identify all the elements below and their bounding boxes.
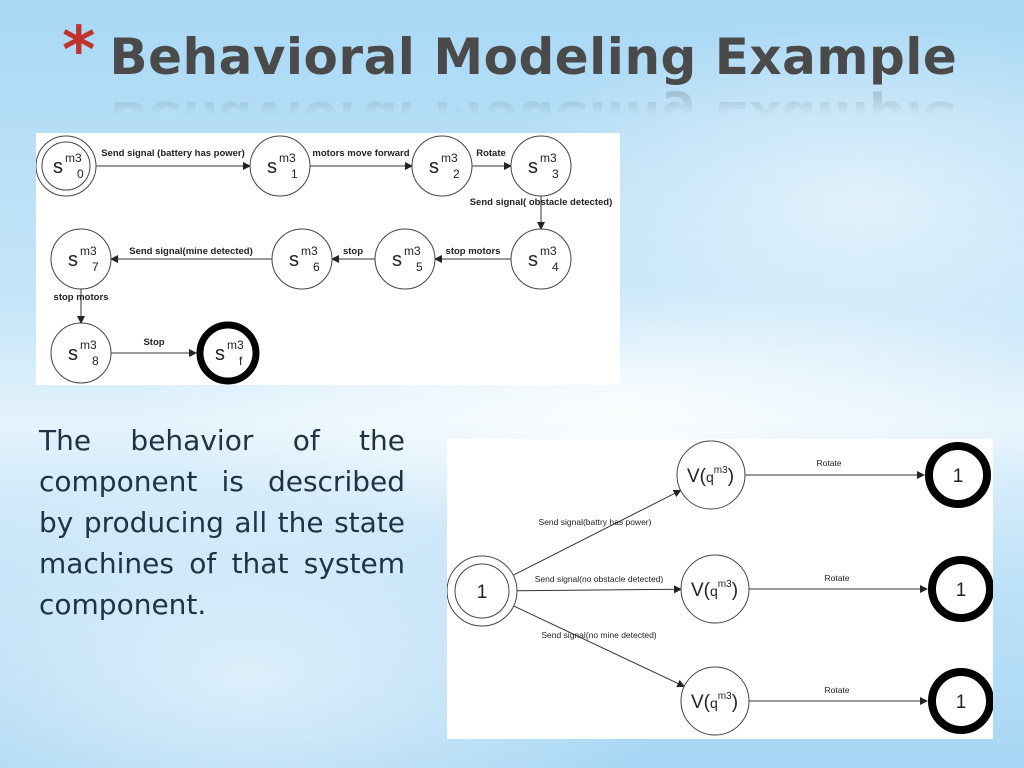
branch-in-arrow xyxy=(513,605,686,688)
state-label-base: s xyxy=(289,249,299,271)
state-label-subscript: f xyxy=(239,354,243,368)
state-circle xyxy=(411,135,473,197)
transition-label-s2-s3: Rotate xyxy=(476,148,506,159)
state-label-subscript: 2 xyxy=(453,167,460,181)
state-label-base: s xyxy=(267,156,277,178)
final-node-label: 1 xyxy=(953,466,964,487)
state-label-superscript: m3 xyxy=(441,151,458,165)
state-circle xyxy=(249,135,311,197)
value-state-node: V(qm3) xyxy=(676,440,746,510)
state-label-subscript: 5 xyxy=(416,260,423,274)
state-label-superscript: m3 xyxy=(404,244,421,258)
transition-label-s0-s1: Send signal (battery has power) xyxy=(101,148,245,159)
value-state-node: V(qm3) xyxy=(680,554,750,624)
slide-description: The behavior of the component is describ… xyxy=(39,424,405,621)
state-label-subscript: 8 xyxy=(92,354,99,368)
state-circle xyxy=(510,228,572,290)
state-label-subscript: 3 xyxy=(552,167,559,181)
state-label-subscript: 6 xyxy=(313,260,320,274)
state-label-base: s xyxy=(429,156,439,178)
state-label-subscript: 7 xyxy=(92,260,99,274)
root-inner-ring xyxy=(454,563,510,619)
value-state-label: V(qm3) xyxy=(691,579,738,601)
root-outer-ring xyxy=(446,555,518,627)
branch-out-label: Rotate xyxy=(824,573,849,583)
transition-label-s4-s5: stop motors xyxy=(446,246,501,257)
root-label: 1 xyxy=(477,582,488,603)
transition-label-s8-sf: Stop xyxy=(143,337,164,348)
root-node: 1 xyxy=(446,555,518,627)
state-label-superscript: m3 xyxy=(279,151,296,165)
state-label-base: s xyxy=(392,249,402,271)
final-node-ring xyxy=(928,668,994,734)
state-circle xyxy=(510,135,572,197)
state-label-subscript: 4 xyxy=(552,260,559,274)
branch-in-arrow xyxy=(516,585,683,594)
state-label-superscript: m3 xyxy=(540,244,557,258)
state-circle xyxy=(50,322,112,384)
final-node-ring xyxy=(925,442,991,508)
slide-title-bar: * Behavioral Modeling Example xyxy=(62,16,957,106)
value-state-circle xyxy=(680,554,750,624)
transition-label-s7-s8: stop motors xyxy=(54,292,109,303)
state-machine-diagram-panel: Send signal (battery has power) motors mo… xyxy=(35,133,620,385)
state-label-base: s xyxy=(68,343,78,365)
state-label-superscript: m3 xyxy=(65,151,82,165)
title-bullet-icon: * xyxy=(62,14,96,88)
final-node: 1 xyxy=(928,668,994,734)
value-state-label: V(qm3) xyxy=(687,465,734,487)
abstraction-diagram: Send signal(battry has power)RotateV(qm3… xyxy=(446,440,994,736)
state-label-superscript: m3 xyxy=(227,338,244,352)
state-label-base: s xyxy=(68,249,78,271)
state-label-superscript: m3 xyxy=(540,151,557,165)
state-circle xyxy=(374,228,436,290)
transition-label-s1-s2: motors move forward xyxy=(312,148,409,159)
branch-in-label: Send signal(no obstacle detected) xyxy=(535,574,664,584)
value-state-label: V(qm3) xyxy=(691,691,738,713)
state-label-subscript: 0 xyxy=(77,167,84,181)
final-node-label: 1 xyxy=(956,580,967,601)
branch-in-label: Send signal(battry has power) xyxy=(539,517,652,527)
final-state-ring xyxy=(196,321,260,385)
state-label-superscript: m3 xyxy=(80,338,97,352)
final-node-ring xyxy=(928,556,994,622)
initial-state-inner-ring xyxy=(41,141,91,191)
state-label-subscript: 1 xyxy=(291,167,298,181)
branch-in-arrow xyxy=(512,489,682,576)
state-machine-diagram: Send signal (battery has power) motors mo… xyxy=(35,135,613,385)
final-node: 1 xyxy=(925,442,991,508)
transition-label-s3-s4: Send signal( obstacle detected) xyxy=(470,197,613,208)
branch-out-label: Rotate xyxy=(824,685,849,695)
state-circle xyxy=(35,135,97,197)
state-label-base: s xyxy=(528,156,538,178)
value-state-circle xyxy=(676,440,746,510)
state-label-superscript: m3 xyxy=(301,244,318,258)
state-label-base: s xyxy=(528,249,538,271)
branch-in-label: Send signal(no mine detected) xyxy=(541,630,656,640)
slide-title: Behavioral Modeling Example xyxy=(109,28,958,86)
branch-out-label: Rotate xyxy=(816,458,841,468)
transition-label-s6-s7: Send signal(mine detected) xyxy=(129,246,253,257)
value-state-circle xyxy=(680,666,750,736)
transition-label-s5-s6: stop xyxy=(343,246,363,257)
final-node-label: 1 xyxy=(956,692,967,713)
final-node: 1 xyxy=(928,556,994,622)
state-label-base: s xyxy=(215,343,225,365)
state-circle xyxy=(50,228,112,290)
value-state-node: V(qm3) xyxy=(680,666,750,736)
state-label-base: s xyxy=(53,156,63,178)
state-label-superscript: m3 xyxy=(80,244,97,258)
state-circle xyxy=(271,228,333,290)
